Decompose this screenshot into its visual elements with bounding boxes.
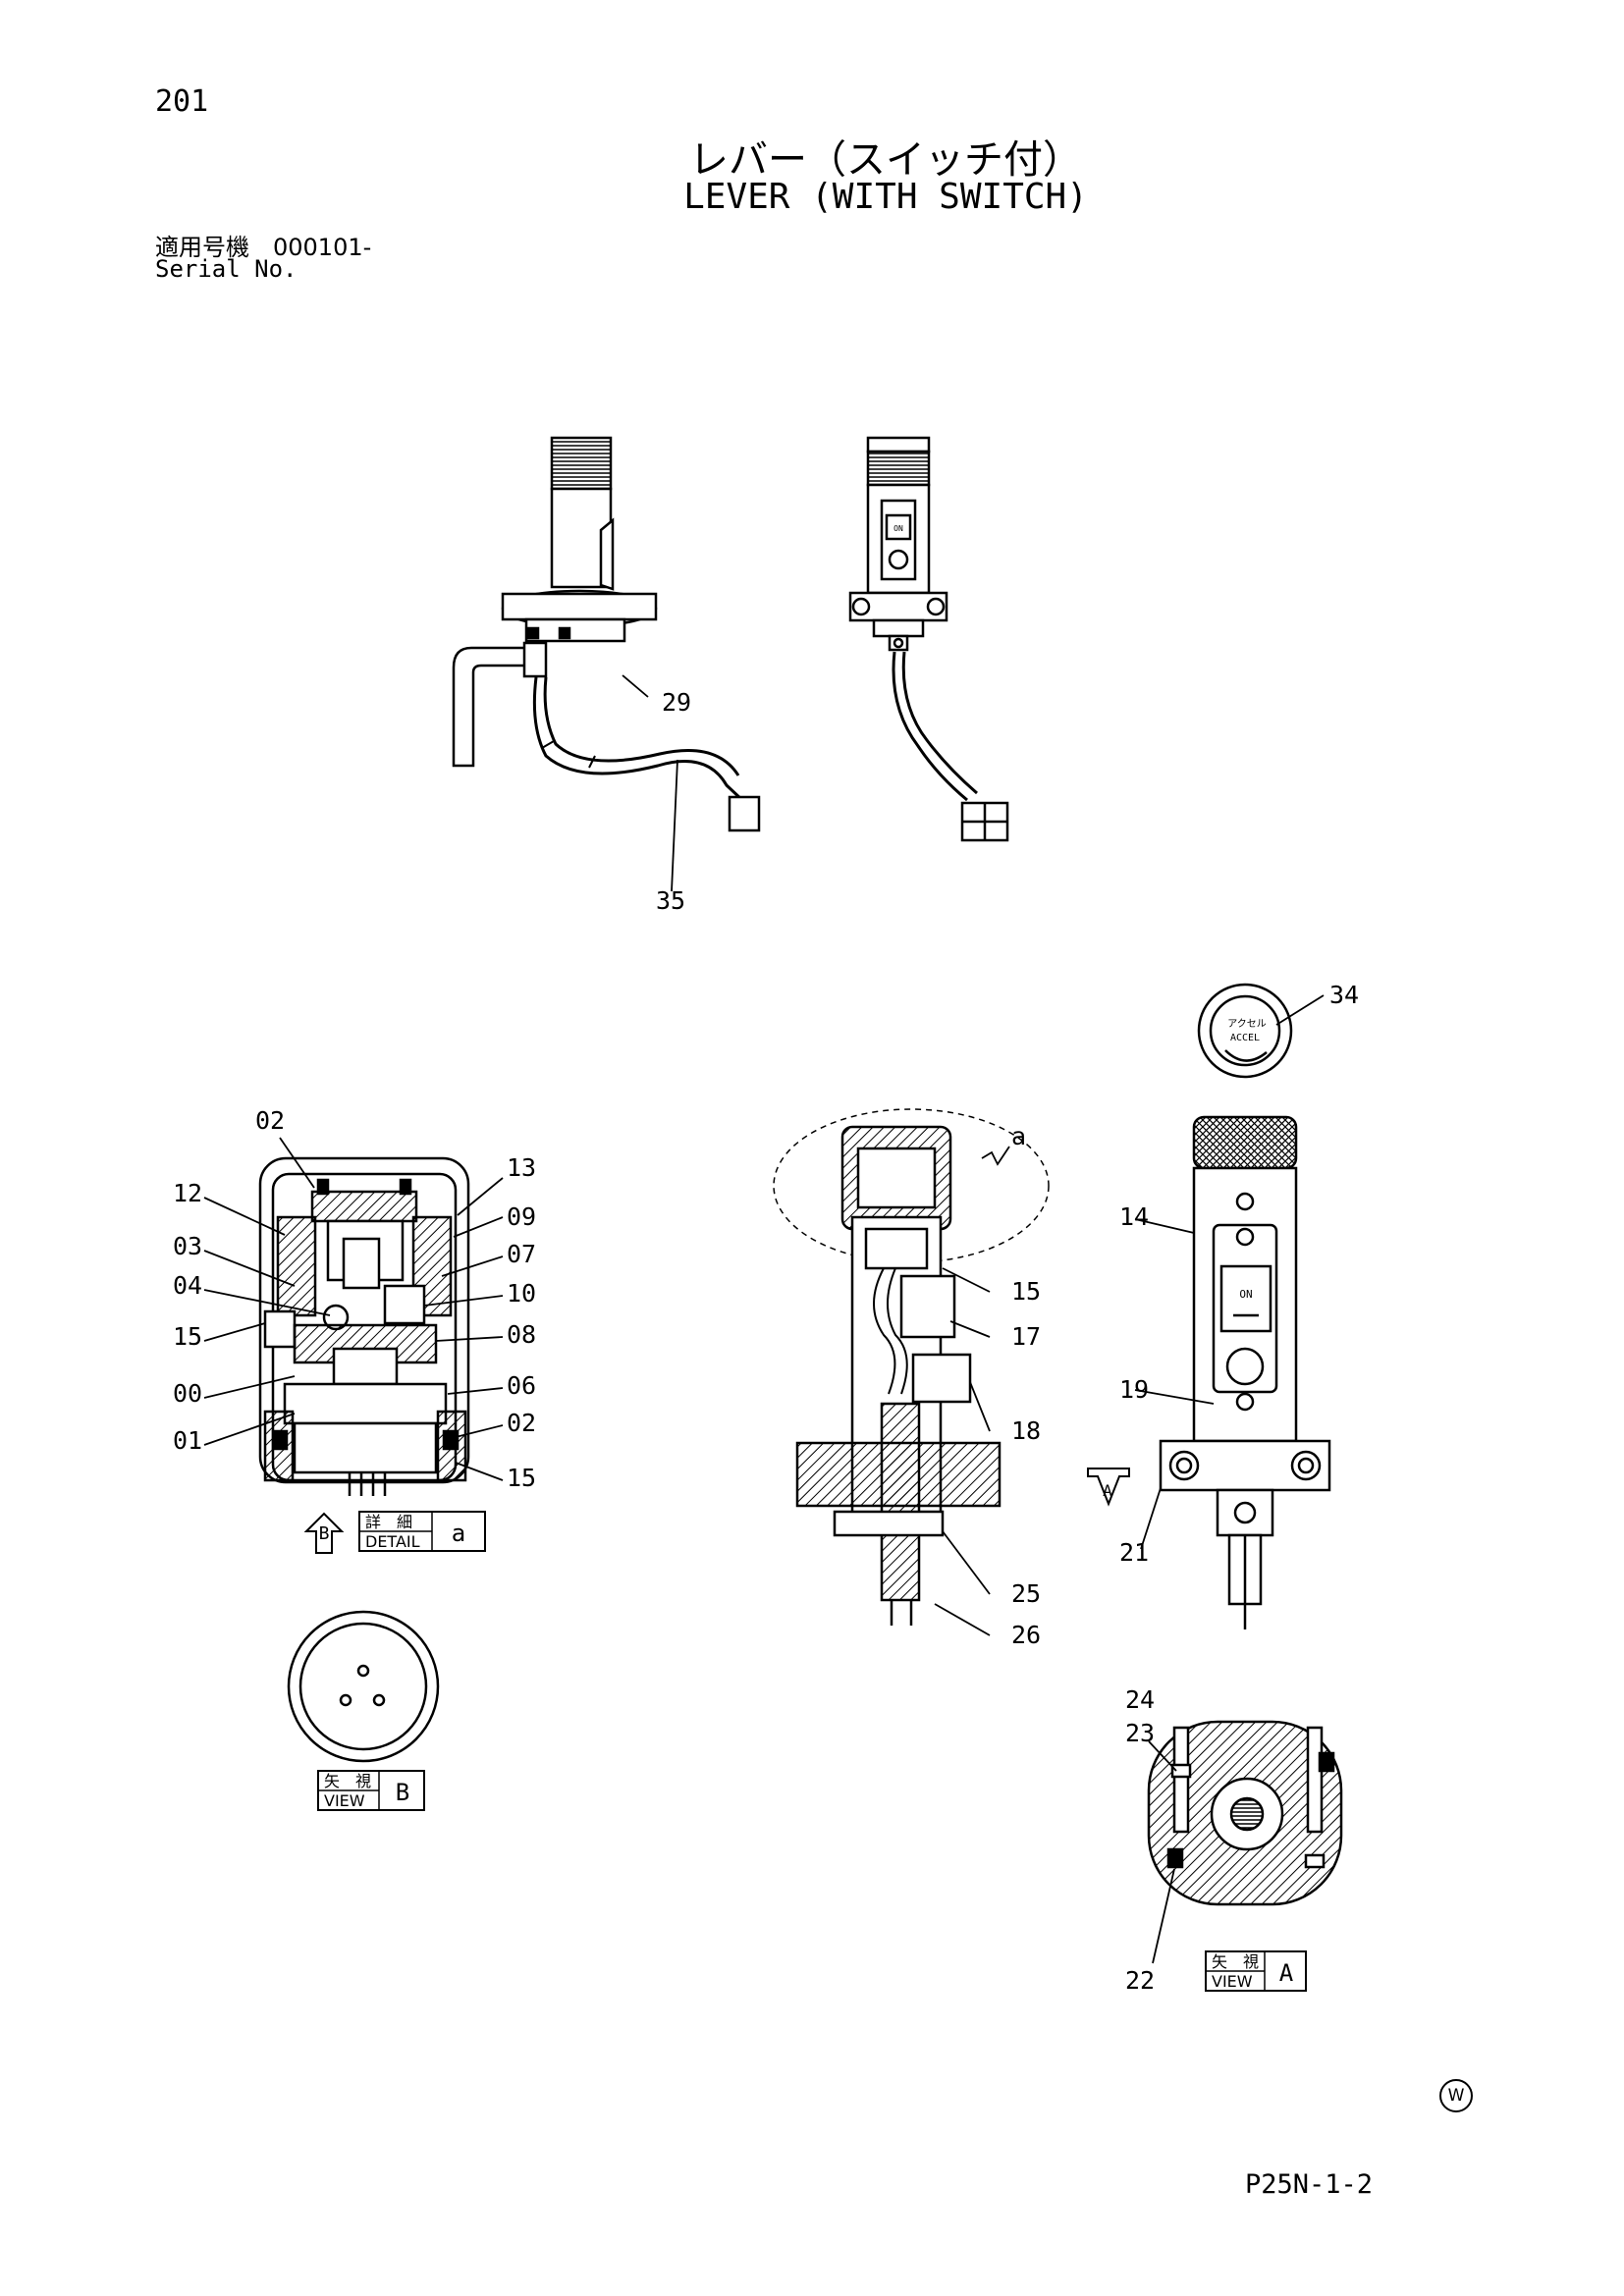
view-arrows: B A [303,1468,1130,1554]
callout-02-right: 02 [507,1409,536,1437]
switch-on-label: ON [1239,1288,1252,1301]
callout-08: 08 [507,1320,536,1349]
lever-section-view [258,1156,470,1496]
serial-label-japanese: 適用号機 000101- [155,234,372,261]
callout-15-left: 15 [173,1322,202,1351]
leader-lines [203,674,1325,1964]
callout-22: 22 [1125,1966,1155,1995]
view-b-letter: B [396,1779,409,1806]
callout-18: 18 [1011,1416,1041,1445]
callout-a: a [1011,1122,1026,1150]
front-switch-label: ON [893,524,903,533]
callout-17: 17 [1011,1322,1041,1351]
callout-14: 14 [1119,1202,1149,1231]
detail-letter: a [452,1520,465,1547]
view-a-section [1147,1720,1343,1906]
view-a-en-label: VIEW [1212,1972,1253,1991]
page-code: P25N-1-2 [1245,2169,1374,2200]
callout-34: 34 [1329,981,1359,1009]
view-b-arrow-letter: B [319,1523,330,1544]
callout-35: 35 [656,886,685,915]
view-a-letter: A [1279,1959,1294,1987]
knob-en-label: ACCEL [1230,1033,1260,1043]
lever-front-view: ON [848,436,1009,842]
callout-01: 01 [173,1426,202,1455]
callout-23: 23 [1125,1719,1155,1747]
callout-06: 06 [507,1371,536,1400]
callout-15-cutaway: 15 [1011,1277,1041,1306]
callout-12: 12 [173,1179,202,1207]
callout-15-right: 15 [507,1464,536,1492]
lever-cutaway-view [773,1108,1050,1626]
page-number: 201 [155,84,209,119]
detail-jp-label: 詳 細 [365,1513,412,1531]
callout-24: 24 [1125,1685,1155,1714]
view-a-jp-label: 矢 視 [1212,1952,1259,1971]
callout-labels: 29 35 34 02 13 12 09 03 07 04 10 15 08 0… [173,688,1359,1995]
callout-02-top: 02 [255,1106,285,1135]
accel-knob: アクセル ACCEL [1197,983,1293,1079]
view-b-box: 矢 視 VIEW B [317,1770,425,1811]
view-b-jp-label: 矢 視 [324,1772,371,1790]
callout-25: 25 [1011,1579,1041,1608]
serial-label-english: Serial No. [155,255,298,283]
callout-07: 07 [507,1240,536,1268]
view-a-arrow-letter: A [1103,1481,1112,1500]
view-b-connector [287,1610,440,1763]
callout-10: 10 [507,1279,536,1308]
callout-13: 13 [507,1153,536,1182]
title-english: LEVER (WITH SWITCH) [683,177,1088,217]
detail-a-box: 詳 細 DETAIL a [358,1511,486,1552]
knob-jp-label: アクセル [1227,1018,1267,1030]
title-japanese: レバー（スイッチ付） [689,137,1082,183]
watermark-w-symbol: W [1439,2079,1473,2112]
callout-04: 04 [173,1271,202,1300]
callout-26: 26 [1011,1621,1041,1649]
callout-09: 09 [507,1202,536,1231]
view-b-en-label: VIEW [324,1791,365,1810]
callout-21: 21 [1119,1538,1149,1567]
callout-29: 29 [662,688,691,717]
lever-side-view [452,436,761,832]
callout-00: 00 [173,1379,202,1408]
callout-19: 19 [1119,1375,1149,1404]
detail-en-label: DETAIL [365,1532,420,1551]
lever-front-detail: ON [1159,1115,1331,1629]
view-a-box: 矢 視 VIEW A [1205,1950,1307,1992]
callout-03: 03 [173,1232,202,1260]
